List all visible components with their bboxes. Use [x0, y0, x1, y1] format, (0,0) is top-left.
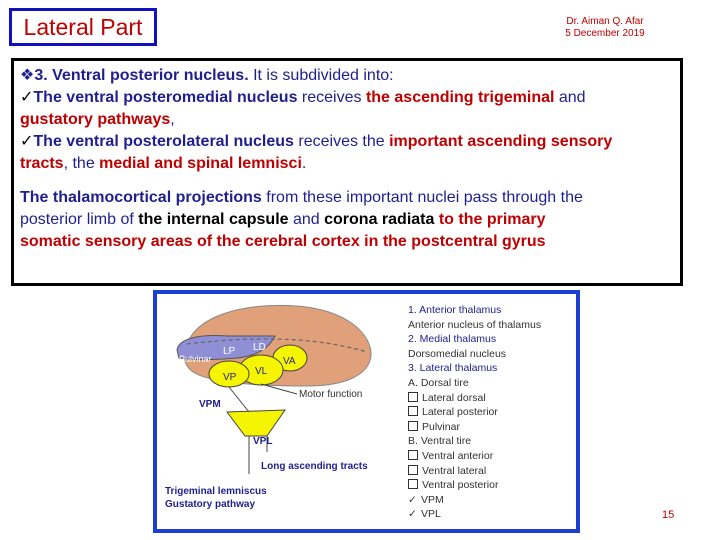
paragraph-thalamocortical: The thalamocortical projections from the…	[20, 189, 583, 250]
author-name: Dr. Aiman Q. Afar	[566, 16, 644, 27]
line-vpm: ✓The ventral posteromedial nucleus recei…	[20, 89, 586, 106]
lp-label: LP	[223, 346, 236, 357]
checkbox-icon	[408, 420, 418, 431]
legend-heading-anterior: 1. Anterior thalamus	[408, 304, 502, 316]
legend-heading-medial: 2. Medial thalamus	[408, 333, 497, 346]
author-block: Dr. Aiman Q. Afar 5 December 2019	[540, 16, 670, 40]
legend-subheading-dorsal: A. Dorsal tire	[408, 376, 469, 389]
long-tracts-label: Long ascending tracts	[261, 461, 368, 472]
checkbox-icon	[408, 464, 418, 475]
vp-connector	[228, 386, 250, 413]
main-text-box: ❖3. Ventral posterior nucleus. It is sub…	[11, 58, 683, 286]
thalamus-figure: LP LD VA VL VP Pulvinar VPM VPL Motor fu…	[153, 290, 580, 533]
motor-connector	[260, 383, 298, 395]
check-icon: ✓	[20, 89, 34, 106]
line-lemnisci: tracts, the medial and spinal lemnisci.	[20, 155, 307, 172]
motor-function-label: Motor function	[299, 389, 362, 400]
check-icon: ✓	[408, 493, 417, 506]
vpm-vpl-section	[226, 409, 286, 437]
legend-item: Dorsomedial nucleus	[408, 347, 507, 360]
line-gustatory: gustatory pathways,	[20, 111, 175, 128]
line-ventral-posterior: ❖3. Ventral posterior nucleus. It is sub…	[20, 67, 394, 84]
checkbox-icon	[408, 479, 418, 490]
legend-heading-lateral: 3. Lateral thalamus	[408, 362, 498, 375]
legend-item: Ventral anterior	[408, 449, 541, 464]
vl-label: VL	[255, 366, 268, 377]
legend-item: Ventral posterior	[408, 478, 541, 493]
checkbox-icon	[408, 449, 418, 460]
legend-item: Lateral posterior	[408, 405, 541, 420]
vpl-label: VPL	[253, 436, 272, 447]
slide-title-box: Lateral Part	[9, 8, 157, 46]
va-label: VA	[283, 356, 296, 367]
trigeminal-label: Trigeminal lemniscus	[165, 486, 267, 497]
check-icon: ✓	[20, 133, 34, 150]
page-number: 15	[662, 509, 675, 521]
checkbox-icon	[408, 391, 418, 402]
dorsal-tier-shape	[176, 335, 276, 360]
legend-subheading-ventral: B. Ventral tire	[408, 435, 472, 448]
ld-label: LD	[253, 342, 266, 353]
legend-item: Pulvinar	[408, 420, 541, 435]
legend-item: Anterior nucleus of thalamus	[408, 318, 542, 331]
author-date: 5 December 2019	[565, 28, 645, 39]
legend-item: ✓VPM	[408, 493, 444, 506]
check-icon: ✓	[408, 508, 417, 521]
vp-label: VP	[223, 372, 237, 383]
vpm-label: VPM	[199, 399, 221, 410]
legend-item: Lateral dorsal	[408, 391, 541, 406]
internal-lamina-line	[186, 338, 368, 353]
pulvinar-label: Pulvinar	[179, 354, 212, 364]
slide-title: Lateral Part	[23, 13, 143, 40]
thalamus-diagram: LP LD VA VL VP Pulvinar VPM VPL Motor fu…	[165, 304, 372, 510]
thalamus-legend: 1. Anterior thalamus Anterior nucleus of…	[408, 303, 541, 522]
line-vpl: ✓The ventral posterolateral nucleus rece…	[20, 133, 613, 150]
checkbox-icon	[408, 406, 418, 417]
legend-item: Ventral lateral	[408, 464, 541, 479]
legend-item: ✓VPL	[408, 508, 441, 521]
diamond-bullet-icon: ❖	[20, 67, 35, 84]
gustatory-label: Gustatory pathway	[165, 499, 255, 510]
